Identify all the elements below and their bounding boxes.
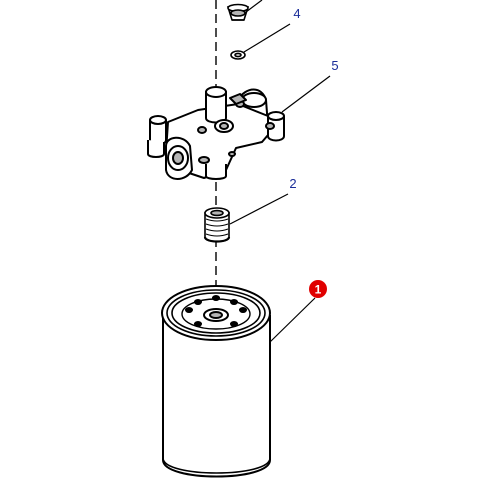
o-ring-seal	[230, 50, 246, 60]
leader-line-part-1	[269, 297, 316, 343]
threaded-nipple	[203, 207, 231, 243]
filter-head	[147, 86, 285, 180]
badge-circle	[309, 280, 327, 298]
callout-part-5: 5	[331, 58, 338, 73]
callout-part-4: 4	[293, 6, 300, 21]
filter-cartridge	[161, 285, 271, 478]
callout-part-2: 2	[289, 176, 296, 191]
leader-line-part-2	[229, 193, 289, 225]
callout-part-1-badge: 1	[309, 280, 327, 298]
bleed-screw	[226, 3, 250, 21]
callout-part-1: 1	[315, 283, 322, 297]
leader-line-part-4-top	[245, 0, 263, 13]
leader-lines	[229, 0, 331, 343]
leader-line-part-4	[243, 23, 291, 53]
leader-line-part-5	[281, 75, 331, 113]
